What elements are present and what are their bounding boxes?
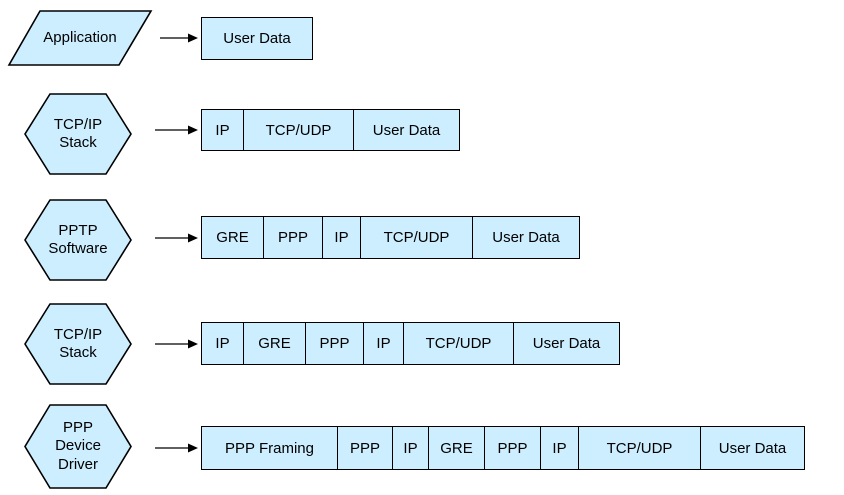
- packet-chain-application: User Data: [201, 17, 313, 60]
- packet-field[interactable]: User Data: [701, 427, 804, 469]
- flow-right-arrow-icon: [155, 443, 198, 453]
- packet-field[interactable]: IP: [393, 427, 429, 469]
- hexagon-shape-icon: [24, 404, 132, 489]
- flow-right-arrow-icon: [160, 33, 198, 43]
- packet-field[interactable]: User Data: [473, 217, 579, 258]
- packet-field[interactable]: PPP: [264, 217, 323, 258]
- packet-field[interactable]: PPP: [338, 427, 393, 469]
- layer-shape-application[interactable]: Application: [7, 10, 153, 66]
- packet-field[interactable]: GRE: [429, 427, 485, 469]
- packet-field[interactable]: User Data: [514, 323, 619, 364]
- hexagon-shape-icon: [24, 303, 132, 385]
- hexagon-shape-icon: [24, 199, 132, 281]
- packet-field[interactable]: PPP: [306, 323, 364, 364]
- packet-field[interactable]: IP: [541, 427, 579, 469]
- packet-field[interactable]: TCP/UDP: [579, 427, 701, 469]
- packet-field[interactable]: PPP Framing: [202, 427, 338, 469]
- packet-field[interactable]: User Data: [354, 110, 459, 150]
- hexagon-shape-icon: [24, 93, 132, 175]
- packet-field[interactable]: IP: [364, 323, 404, 364]
- flow-right-arrow-icon: [155, 339, 198, 349]
- packet-field[interactable]: TCP/UDP: [361, 217, 473, 258]
- flow-right-arrow-icon: [155, 233, 198, 243]
- packet-field[interactable]: TCP/UDP: [404, 323, 514, 364]
- parallelogram-shape-icon: [7, 10, 153, 66]
- packet-field[interactable]: IP: [202, 323, 244, 364]
- packet-field[interactable]: GRE: [244, 323, 306, 364]
- packet-field[interactable]: IP: [202, 110, 244, 150]
- packet-field[interactable]: PPP: [485, 427, 541, 469]
- packet-field[interactable]: User Data: [202, 18, 312, 59]
- flow-right-arrow-icon: [155, 125, 198, 135]
- packet-field[interactable]: GRE: [202, 217, 264, 258]
- packet-field[interactable]: TCP/UDP: [244, 110, 354, 150]
- packet-field[interactable]: IP: [323, 217, 361, 258]
